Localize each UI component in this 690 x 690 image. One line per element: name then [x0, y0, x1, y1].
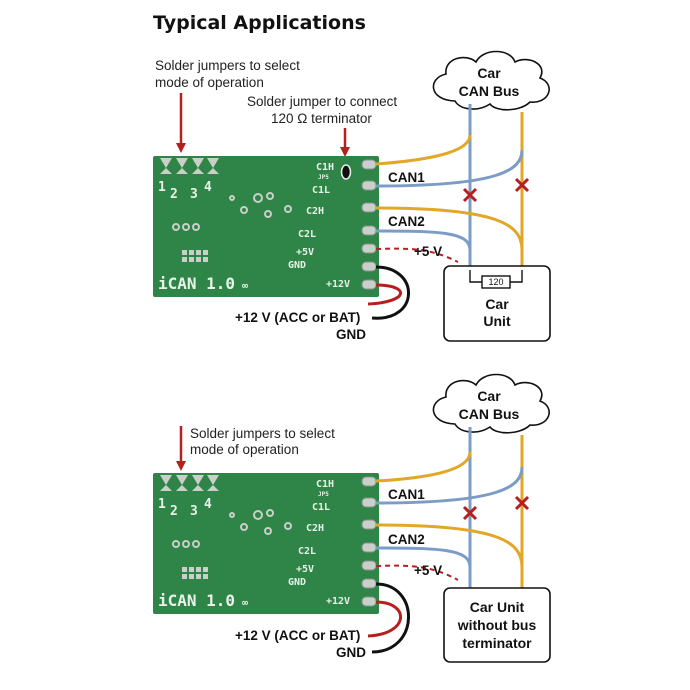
bottom-jumper-pads — [160, 475, 219, 491]
top-pcb: 1 2 3 4 iCAN 1.0 ∞ C1H JP5 — [153, 156, 379, 297]
top-pcb-board — [153, 156, 379, 297]
top-silk-c1l: C1L — [312, 185, 330, 196]
bottom-silk-gnd: GND — [288, 577, 306, 588]
bottom-jumpers-note-line1: Solder jumpers to select — [190, 426, 335, 441]
bottom-5v-label: +5 V — [414, 563, 442, 578]
top-power-label: +12 V (ACC or BAT) — [235, 310, 360, 325]
bottom-cross-high — [514, 495, 530, 511]
bottom-pcb-board — [153, 473, 379, 614]
top-pcb-num-2: 2 — [170, 187, 178, 202]
top-silk-c2h: C2H — [306, 206, 324, 217]
top-can2-high-wire — [375, 206, 524, 251]
top-can1-high-wire — [375, 134, 472, 166]
top-12v-wire — [367, 283, 402, 306]
bottom-gnd-wire — [371, 582, 410, 654]
bottom-silk-c2h: C2H — [306, 523, 324, 534]
top-pcb-num-1: 1 — [158, 180, 166, 195]
page-title: Typical Applications — [153, 12, 366, 34]
bottom-5v-wire — [375, 564, 459, 581]
top-5v-wire — [375, 247, 459, 263]
bottom-car-unit-label-line3: terminator — [462, 635, 532, 651]
top-can1-label: CAN1 — [388, 170, 425, 185]
top-car-unit-label-line2: Unit — [483, 313, 511, 329]
top-cross-marks — [462, 177, 530, 203]
top-pcb-name: iCAN 1.0 — [158, 274, 235, 293]
bottom-cloud-label-line1: Car — [477, 388, 501, 404]
bottom-pcb-name: iCAN 1.0 — [158, 591, 235, 610]
top-resistor — [481, 275, 511, 289]
bottom-pcb: 1 2 3 4 iCAN 1.0 ∞ C1H JP5 C1L C2H C2L — [153, 473, 379, 614]
top-terminator-note-line1: Solder jumper to connect — [247, 94, 397, 109]
top-cloud-label-line1: Car — [477, 65, 501, 81]
bottom-silk-12v: +12V — [326, 596, 350, 607]
top-silk-12v: +12V — [326, 279, 350, 290]
bottom-pcb-infinity: ∞ — [242, 598, 248, 609]
bottom-pcb-pads-grid — [182, 567, 208, 579]
top-resistor-label: 120 — [488, 277, 503, 287]
top-terminator-jumper — [340, 164, 352, 180]
top-car-unit-box — [443, 265, 551, 342]
top-pcb-pads-grid — [182, 250, 208, 262]
top-silk-c1h: C1H — [316, 162, 334, 173]
top-jumper-pads — [160, 158, 219, 174]
bottom-silk-c1l: C1L — [312, 502, 330, 513]
top-cloud-label-line2: CAN Bus — [459, 83, 520, 99]
top-silk-gnd: GND — [288, 260, 306, 271]
bottom-cross-marks — [462, 495, 530, 521]
bottom-can2-low-wire — [375, 546, 472, 568]
bottom-jumpers-note-line2: mode of operation — [190, 442, 299, 457]
top-car-unit-label-line1: Car — [485, 296, 509, 312]
top-gnd-wire — [371, 265, 410, 320]
top-silk-c2l: C2L — [298, 229, 316, 240]
top-jumpers-note-line2: mode of operation — [155, 75, 264, 90]
bottom-silk-c2l: C2L — [298, 546, 316, 557]
top-connector-pads — [361, 159, 377, 290]
top-can2-low-wire — [375, 229, 472, 251]
top-can2-label: CAN2 — [388, 214, 425, 229]
bottom-can1-label: CAN1 — [388, 487, 425, 502]
top-pcb-num-3: 3 — [190, 187, 198, 202]
top-gnd-label: GND — [336, 327, 366, 342]
top-diagram: Solder jumpers to select mode of operati… — [153, 50, 551, 342]
bottom-gnd-label: GND — [336, 645, 366, 660]
bottom-can2-label: CAN2 — [388, 532, 425, 547]
bottom-pcb-num-1: 1 — [158, 497, 166, 512]
bottom-cloud — [432, 373, 550, 434]
bottom-pcb-num-2: 2 — [170, 504, 178, 519]
top-pcb-vias — [172, 192, 292, 231]
top-pcb-num-4: 4 — [204, 180, 212, 195]
bottom-cross-low — [462, 505, 478, 521]
bottom-car-unit-label-line2: without bus — [457, 617, 537, 633]
bottom-cloud-label-line2: CAN Bus — [459, 406, 520, 422]
top-cross-high — [514, 177, 530, 193]
top-terminator-note-line2: 120 Ω terminator — [271, 111, 372, 126]
bottom-pcb-num-3: 3 — [190, 504, 198, 519]
bottom-12v-wire — [367, 600, 403, 638]
bottom-can-wires — [375, 427, 524, 590]
bottom-power-label: +12 V (ACC or BAT) — [235, 628, 360, 643]
top-cloud — [432, 50, 550, 111]
top-cross-low — [462, 187, 478, 203]
bottom-silk-jp5: JP5 — [318, 491, 329, 498]
bottom-can1-low-wire — [375, 466, 524, 505]
bottom-car-unit-box — [443, 587, 551, 663]
bottom-silk-c1h: C1H — [316, 479, 334, 490]
top-silk-5v: +5V — [296, 247, 314, 258]
top-silk-jp5: JP5 — [318, 174, 329, 181]
top-can1-low-wire — [375, 149, 524, 188]
bottom-silk-5v: +5V — [296, 564, 314, 575]
bottom-diagram: Solder jumpers to select mode of operati… — [153, 373, 551, 663]
top-5v-label: +5 V — [414, 244, 442, 259]
top-resistor-leads — [469, 270, 523, 283]
top-pcb-infinity: ∞ — [242, 281, 248, 292]
bottom-car-unit-label-line1: Car Unit — [470, 599, 525, 615]
bottom-pcb-vias — [172, 509, 292, 548]
top-can-wires — [375, 104, 524, 270]
bottom-can1-high-wire — [375, 451, 472, 483]
bottom-can2-high-wire — [375, 523, 524, 568]
bottom-pcb-num-4: 4 — [204, 497, 212, 512]
top-jumpers-note-line1: Solder jumpers to select — [155, 58, 300, 73]
